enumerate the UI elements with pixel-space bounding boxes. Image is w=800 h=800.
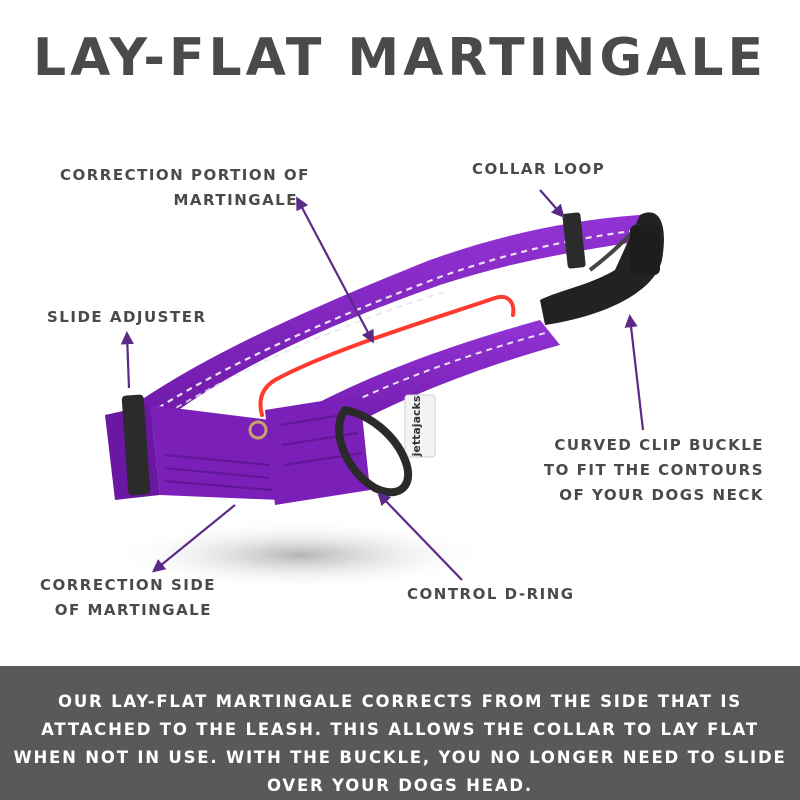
- arrow-correction-side: [151, 504, 236, 573]
- label-slide-adjuster: SLIDE ADJUSTER: [47, 308, 207, 326]
- slide-adjuster: [121, 394, 151, 496]
- label-correction-side: CORRECTION SIDE OF MARTINGALE: [40, 576, 217, 619]
- arrow-curved-clip-buckle: [624, 314, 645, 431]
- control-d-ring: [335, 406, 413, 497]
- brand-tag: [404, 394, 436, 458]
- label-control-d-ring: CONTROL D-RING: [407, 585, 575, 603]
- page-title: LAY-FLAT MARTINGALE: [32, 28, 768, 88]
- collar-loop-keeper: [562, 212, 586, 269]
- label-correction-portion: CORRECTION PORTION OF MARTINGALE: [60, 166, 310, 209]
- label-collar-loop: COLLAR LOOP: [472, 160, 606, 178]
- footer-description: OUR LAY-FLAT MARTINGALE CORRECTS FROM TH…: [13, 692, 787, 795]
- arrow-correction-portion: [296, 196, 374, 344]
- footer-banner: OUR LAY-FLAT MARTINGALE CORRECTS FROM TH…: [0, 666, 800, 800]
- brand-tag-text: jettajacks: [410, 395, 423, 457]
- collar-shadow: [110, 520, 490, 590]
- arrow-control-d-ring: [377, 492, 463, 581]
- correction-portion-highlight: [258, 295, 516, 417]
- label-curved-clip-buckle: CURVED CLIP BUCKLE TO FIT THE CONTOURS O…: [543, 436, 764, 504]
- small-ring: [248, 420, 268, 440]
- curved-clip-buckle: [540, 212, 664, 325]
- collar-strap-back: [120, 215, 650, 445]
- arrow-slide-adjuster: [120, 331, 134, 389]
- arrow-collar-loop: [539, 189, 565, 218]
